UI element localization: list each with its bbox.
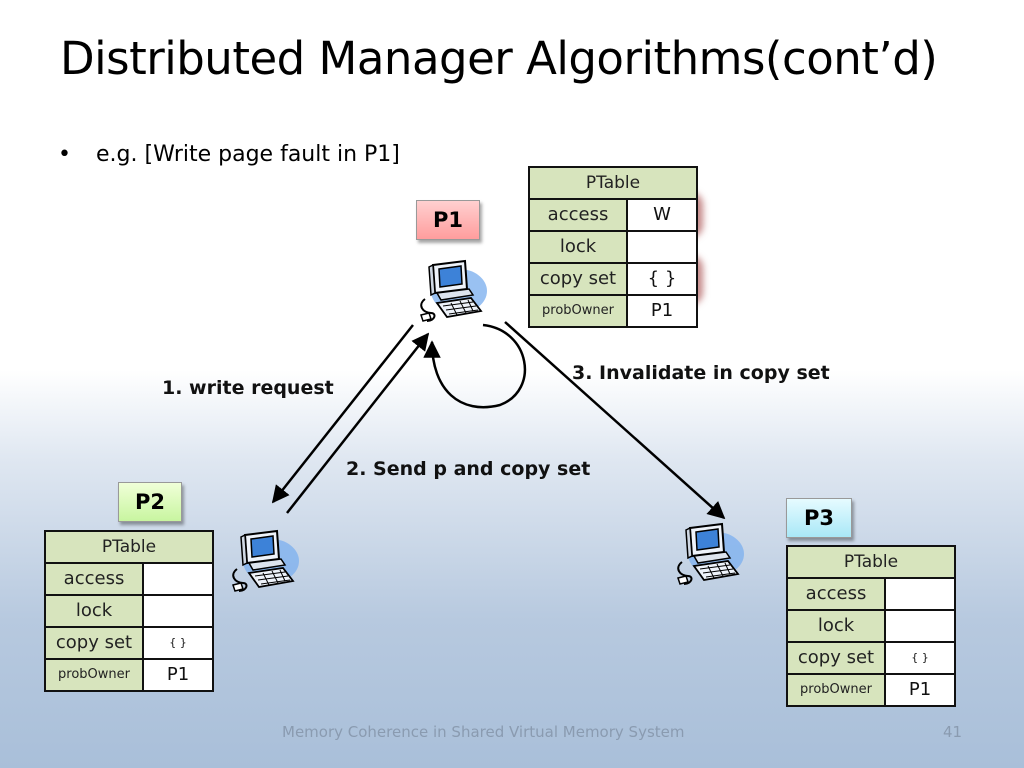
ptable-copyset-value: { }	[144, 628, 212, 658]
processor-p3-label: P3	[786, 498, 852, 538]
processor-p1-label: P1	[416, 200, 480, 240]
slide-number: 41	[943, 723, 963, 741]
ptable-probowner-label: probOwner	[788, 675, 886, 705]
ptable-probowner-label: probOwner	[530, 296, 628, 326]
bullet-point: • e.g. [Write page fault in P1]	[58, 142, 400, 167]
ptable-header: PTable	[46, 532, 212, 562]
write-request-arrow	[286, 332, 430, 514]
send-copy-set-arrow	[271, 324, 414, 504]
ptable-access-value	[886, 579, 954, 609]
ptable-access-label: access	[530, 200, 628, 230]
processor-p2-label: P2	[118, 482, 182, 522]
ptable-copyset-label: copy set	[788, 643, 886, 673]
ptable-lock-value	[886, 611, 954, 641]
ptable-header: PTable	[530, 168, 696, 198]
ptable-p2: PTable access lock copy set{ } probOwner…	[44, 530, 214, 692]
ptable-access-value	[144, 564, 212, 594]
self-loop-arrow	[423, 323, 526, 409]
ptable-access-label: access	[788, 579, 886, 609]
ptable-probowner-value: P1	[886, 675, 954, 705]
computer-icon	[227, 525, 303, 601]
ptable-lock-label: lock	[788, 611, 886, 641]
ptable-copyset-label: copy set	[530, 264, 628, 294]
invalidate-arrow	[504, 321, 726, 520]
slide-title: Distributed Manager Algorithms(cont’d)	[60, 32, 938, 85]
ptable-copyset-value: { }	[886, 643, 954, 673]
ptable-copyset-value: { }	[628, 264, 696, 294]
ptable-copyset-label: copy set	[46, 628, 144, 658]
bullet-text: e.g. [Write page fault in P1]	[96, 142, 400, 167]
send-copy-set-label: 2. Send p and copy set	[346, 458, 591, 480]
slide-footer: Memory Coherence in Shared Virtual Memor…	[282, 723, 685, 741]
ptable-probowner-value: P1	[144, 660, 212, 690]
ptable-lock-value	[144, 596, 212, 626]
computer-icon	[415, 255, 491, 331]
ptable-lock-label: lock	[46, 596, 144, 626]
ptable-header: PTable	[788, 547, 954, 577]
ptable-access-value: W	[628, 200, 696, 230]
invalidate-label: 3. Invalidate in copy set	[572, 362, 830, 384]
ptable-probowner-value: P1	[628, 296, 696, 326]
computer-icon	[672, 518, 748, 594]
ptable-access-label: access	[46, 564, 144, 594]
ptable-lock-label: lock	[530, 232, 628, 262]
bullet-marker: •	[58, 142, 71, 167]
ptable-p3: PTable access lock copy set{ } probOwner…	[786, 545, 956, 707]
ptable-probowner-label: probOwner	[46, 660, 144, 690]
write-request-label: 1. write request	[162, 377, 334, 399]
ptable-lock-value	[628, 232, 696, 262]
